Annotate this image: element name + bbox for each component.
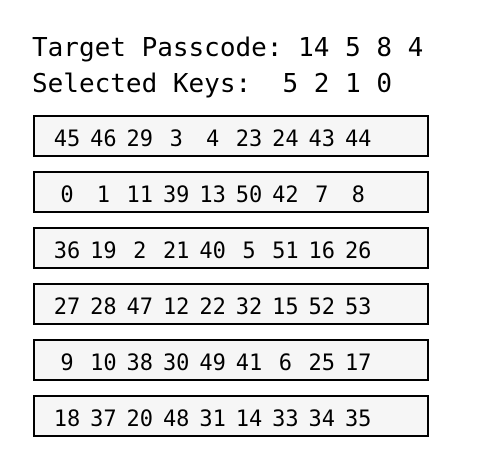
key-number: 18 — [53, 407, 81, 432]
key-number: 50 — [235, 183, 263, 208]
key-number: 21 — [162, 239, 190, 264]
key-number: 5 — [242, 239, 256, 264]
key-number: 9 — [60, 351, 74, 376]
key-number: 45 — [53, 127, 81, 152]
key-number: 11 — [126, 183, 154, 208]
key-number: 0 — [60, 183, 74, 208]
key-number: 42 — [272, 183, 299, 208]
key-number: 23 — [235, 127, 263, 152]
selected-keys-line: Selected Keys: 5 2 1 0 — [32, 69, 392, 99]
key-number: 4 — [205, 127, 220, 152]
key-number: 28 — [90, 295, 117, 320]
key-number: 6 — [278, 351, 292, 376]
key-number: 13 — [199, 183, 226, 208]
key-number: 14 — [235, 407, 263, 432]
key-number: 40 — [199, 239, 226, 264]
key-number: 36 — [53, 239, 81, 264]
key-number: 25 — [308, 351, 336, 376]
key-number: 12 — [162, 295, 190, 320]
key-number: 53 — [344, 295, 372, 320]
key-number: 32 — [235, 295, 263, 320]
selected-keys-value: 5 2 1 0 — [282, 69, 393, 99]
key-number: 15 — [272, 295, 299, 320]
key-number: 29 — [126, 127, 154, 152]
key-number: 47 — [126, 295, 154, 320]
key-number: 52 — [308, 295, 336, 320]
key-number: 27 — [53, 295, 81, 320]
selected-keys-label: Selected Keys: — [32, 69, 252, 99]
key-number: 49 — [199, 351, 226, 376]
key-row[interactable]: 27 28 47 12 22 32 15 52 53 — [33, 283, 429, 325]
key-number: 35 — [344, 407, 372, 432]
key-number: 33 — [272, 407, 299, 432]
key-row[interactable]: 18 37 20 48 31 14 33 34 35 — [33, 395, 429, 437]
key-number: 2 — [133, 239, 147, 264]
key-number: 51 — [272, 239, 299, 264]
key-number: 16 — [308, 239, 336, 264]
key-number: 10 — [90, 351, 117, 376]
key-number: 46 — [90, 127, 117, 152]
key-number: 31 — [199, 407, 226, 432]
key-number: 17 — [344, 351, 372, 376]
key-number: 3 — [169, 127, 183, 152]
key-row[interactable]: 36 19 2 21 40 5 51 16 26 — [33, 227, 429, 269]
key-number: 19 — [90, 239, 117, 264]
target-passcode-line: Target Passcode: 14 5 8 4 — [32, 33, 423, 63]
key-number: 39 — [162, 183, 190, 208]
key-number: 22 — [199, 295, 226, 320]
key-row[interactable]: 9 10 38 30 49 41 6 25 17 — [33, 339, 429, 381]
key-number: 26 — [344, 239, 372, 264]
key-number: 48 — [162, 407, 190, 432]
key-number: 7 — [315, 183, 329, 208]
key-number: 30 — [162, 351, 190, 376]
key-number: 24 — [272, 127, 299, 152]
target-passcode-value: 14 5 8 4 — [298, 33, 424, 63]
key-number: 34 — [308, 407, 336, 432]
target-passcode-label: Target Passcode: — [32, 33, 283, 63]
key-number: 8 — [351, 183, 365, 208]
key-number: 20 — [126, 407, 154, 432]
key-number: 41 — [235, 351, 263, 376]
key-number: 43 — [308, 127, 336, 152]
key-number: 37 — [90, 407, 117, 432]
key-number: 44 — [344, 127, 372, 152]
key-number: 1 — [96, 183, 110, 208]
key-number: 38 — [126, 351, 154, 376]
